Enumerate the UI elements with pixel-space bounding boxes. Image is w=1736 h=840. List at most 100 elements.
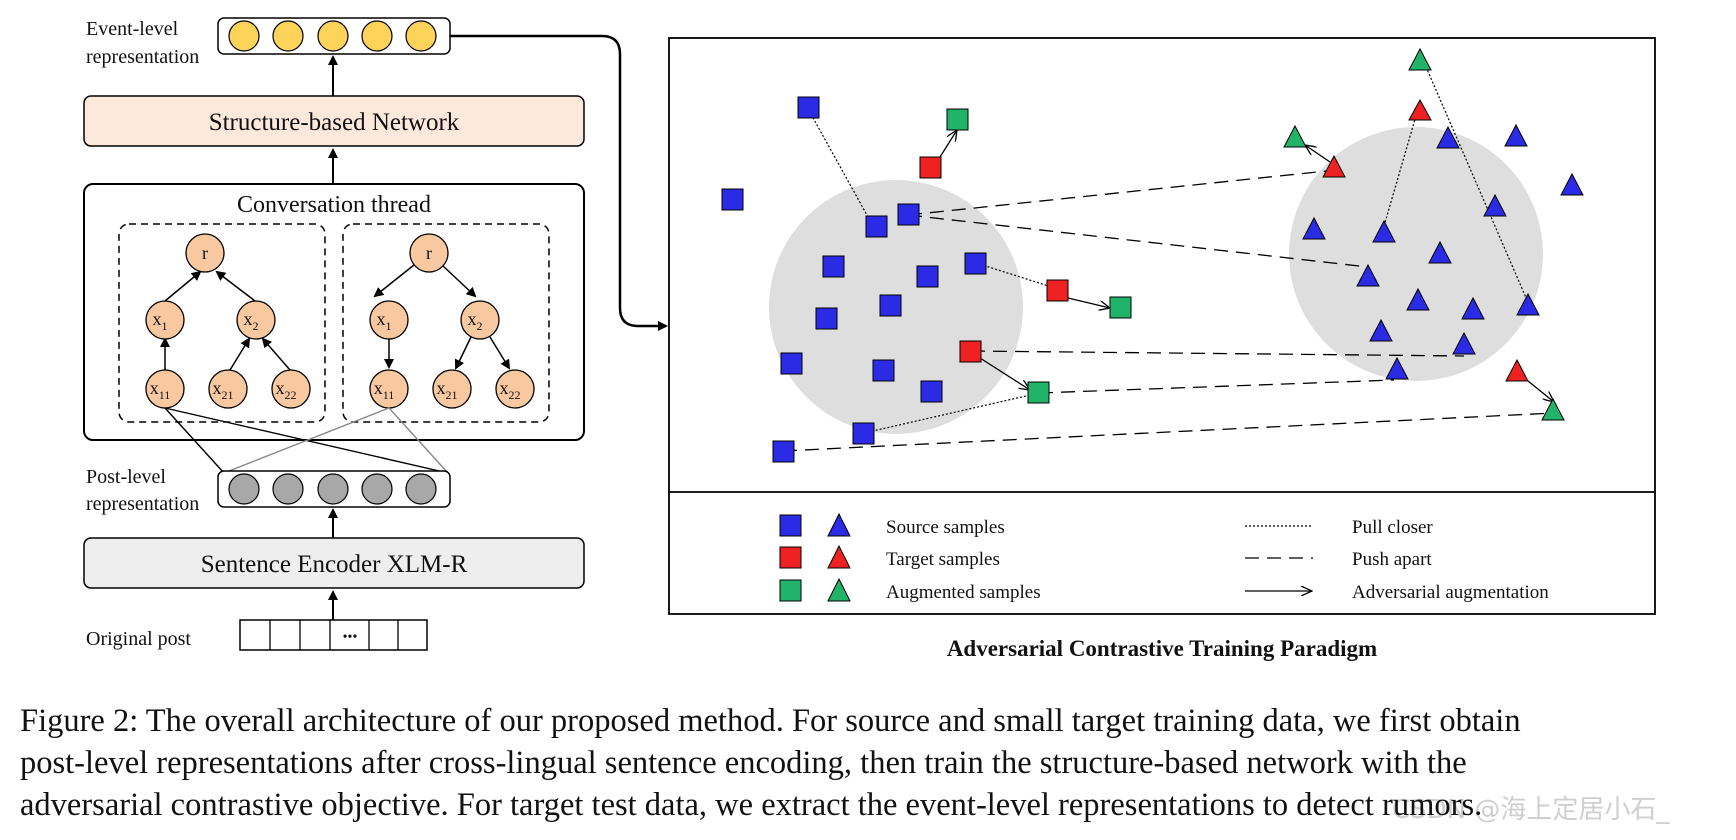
source-sample-square xyxy=(772,440,795,463)
structure-network-label: Structure-based Network xyxy=(209,109,460,136)
tree-node-label: x1 xyxy=(153,309,168,333)
event-level-label-1: Event-level xyxy=(86,18,179,40)
watermark: CSDN @海上定居小石_ xyxy=(1392,795,1670,825)
tree-node xyxy=(369,300,409,340)
legend-source-label: Source samples xyxy=(886,517,1005,538)
source-sample-triangle xyxy=(1504,123,1528,147)
source-sample-triangle xyxy=(1302,216,1326,240)
legend-source-square xyxy=(779,514,802,537)
source-sample-triangle xyxy=(1452,331,1476,355)
source-sample-triangle xyxy=(1560,172,1584,196)
figure-caption: Figure 2: The overall architecture of ou… xyxy=(20,700,1720,826)
tree-node-label: r xyxy=(426,243,432,263)
original-post-tokens: ••• xyxy=(239,619,428,651)
tree-node-label: r xyxy=(202,243,208,263)
augmented-sample-triangle xyxy=(1283,124,1307,148)
source-sample-square xyxy=(797,96,820,119)
tree-node-root xyxy=(409,233,449,273)
legend-target-square xyxy=(779,546,802,569)
augmented-sample-triangle xyxy=(1541,397,1565,421)
tree-node-label: x21 xyxy=(437,378,458,402)
tree-node xyxy=(271,369,311,409)
tree-node xyxy=(495,369,535,409)
source-sample-triangle xyxy=(1356,263,1380,287)
structure-network-box xyxy=(83,95,585,147)
sentence-encoder-box xyxy=(83,537,585,589)
source-sample-triangle xyxy=(1516,292,1540,316)
relation-lines xyxy=(782,59,1554,452)
source-squares xyxy=(721,96,987,463)
tree-node xyxy=(432,369,472,409)
legend-push-label: Push apart xyxy=(1352,549,1432,570)
source-sample-square xyxy=(897,203,920,226)
post-to-node-links xyxy=(164,407,449,474)
source-sample-triangle xyxy=(1461,296,1485,320)
event-node xyxy=(405,20,437,52)
target-sample-triangle xyxy=(1408,98,1432,121)
post-level-label-2: representation xyxy=(86,493,199,515)
augmented-sample-triangle xyxy=(1408,47,1432,71)
tree-node xyxy=(460,300,500,340)
source-sample-triangle xyxy=(1406,287,1430,311)
tree-node-label: x11 xyxy=(374,378,395,402)
caption-line-1: Figure 2: The overall architecture of ou… xyxy=(20,703,1521,739)
caption-line-3: adversarial contrastive objective. For t… xyxy=(20,787,1483,823)
source-sample-triangle xyxy=(1372,219,1396,243)
legend: Source samples Target samples Augmented … xyxy=(779,512,1549,603)
event-node xyxy=(228,20,260,52)
source-sample-square xyxy=(865,215,888,238)
target-sample-square xyxy=(1046,279,1069,302)
target-triangles xyxy=(1322,98,1529,382)
tree-node-label: x2 xyxy=(244,309,259,333)
source-sample-square xyxy=(879,294,902,317)
tree-node xyxy=(236,300,276,340)
tree-a: r x1 x2 x11 x21 x22 xyxy=(118,223,326,423)
tree-node-root xyxy=(185,233,225,273)
tree-node-label: x21 xyxy=(213,378,234,402)
tree-node xyxy=(208,369,248,409)
post-level-label-1: Post-level xyxy=(86,466,166,488)
post-level-vector xyxy=(217,470,451,508)
source-sample-triangle xyxy=(1369,318,1393,342)
legend-pull-label: Pull closer xyxy=(1352,517,1433,538)
source-sample-square xyxy=(852,422,875,445)
tree-node-label: x2 xyxy=(468,309,483,333)
post-node xyxy=(361,473,393,505)
legend-adversarial-label: Adversarial augmentation xyxy=(1352,582,1549,603)
tree-node-label: x1 xyxy=(377,309,392,333)
tree-b: r x1 x2 x11 x21 x22 xyxy=(342,223,550,423)
target-cluster xyxy=(1289,127,1543,381)
source-sample-triangle xyxy=(1436,125,1460,149)
event-level-vector xyxy=(217,17,451,55)
post-node xyxy=(405,473,437,505)
source-sample-square xyxy=(815,307,838,330)
event-level-label-2: representation xyxy=(86,46,199,68)
legend-augmented-label: Augmented samples xyxy=(886,582,1041,603)
legend-source-triangle xyxy=(827,512,851,537)
conversation-thread-label: Conversation thread xyxy=(237,192,431,218)
augmented-triangles xyxy=(1283,47,1565,421)
event-node xyxy=(317,20,349,52)
source-sample-triangle xyxy=(1483,193,1507,217)
augmented-sample-square xyxy=(946,108,969,131)
caption-line-2: post-level representations after cross-l… xyxy=(20,745,1467,781)
source-sample-square xyxy=(721,188,744,211)
source-sample-triangle xyxy=(1385,356,1409,380)
event-node xyxy=(361,20,393,52)
source-sample-square xyxy=(964,252,987,275)
augmented-sample-square xyxy=(1109,296,1132,319)
target-sample-triangle xyxy=(1505,358,1529,382)
target-sample-triangle xyxy=(1322,154,1346,178)
source-sample-triangle xyxy=(1428,240,1452,264)
source-sample-square xyxy=(822,255,845,278)
augmented-sample-square xyxy=(1027,381,1050,404)
original-post-label: Original post xyxy=(86,628,191,650)
target-sample-square xyxy=(959,340,982,363)
source-triangles xyxy=(1302,123,1584,380)
source-sample-square xyxy=(872,359,895,382)
source-sample-square xyxy=(780,352,803,375)
paradigm-title: Adversarial Contrastive Training Paradig… xyxy=(947,636,1377,661)
tree-node xyxy=(145,300,185,340)
sentence-encoder-label: Sentence Encoder XLM-R xyxy=(201,551,468,578)
